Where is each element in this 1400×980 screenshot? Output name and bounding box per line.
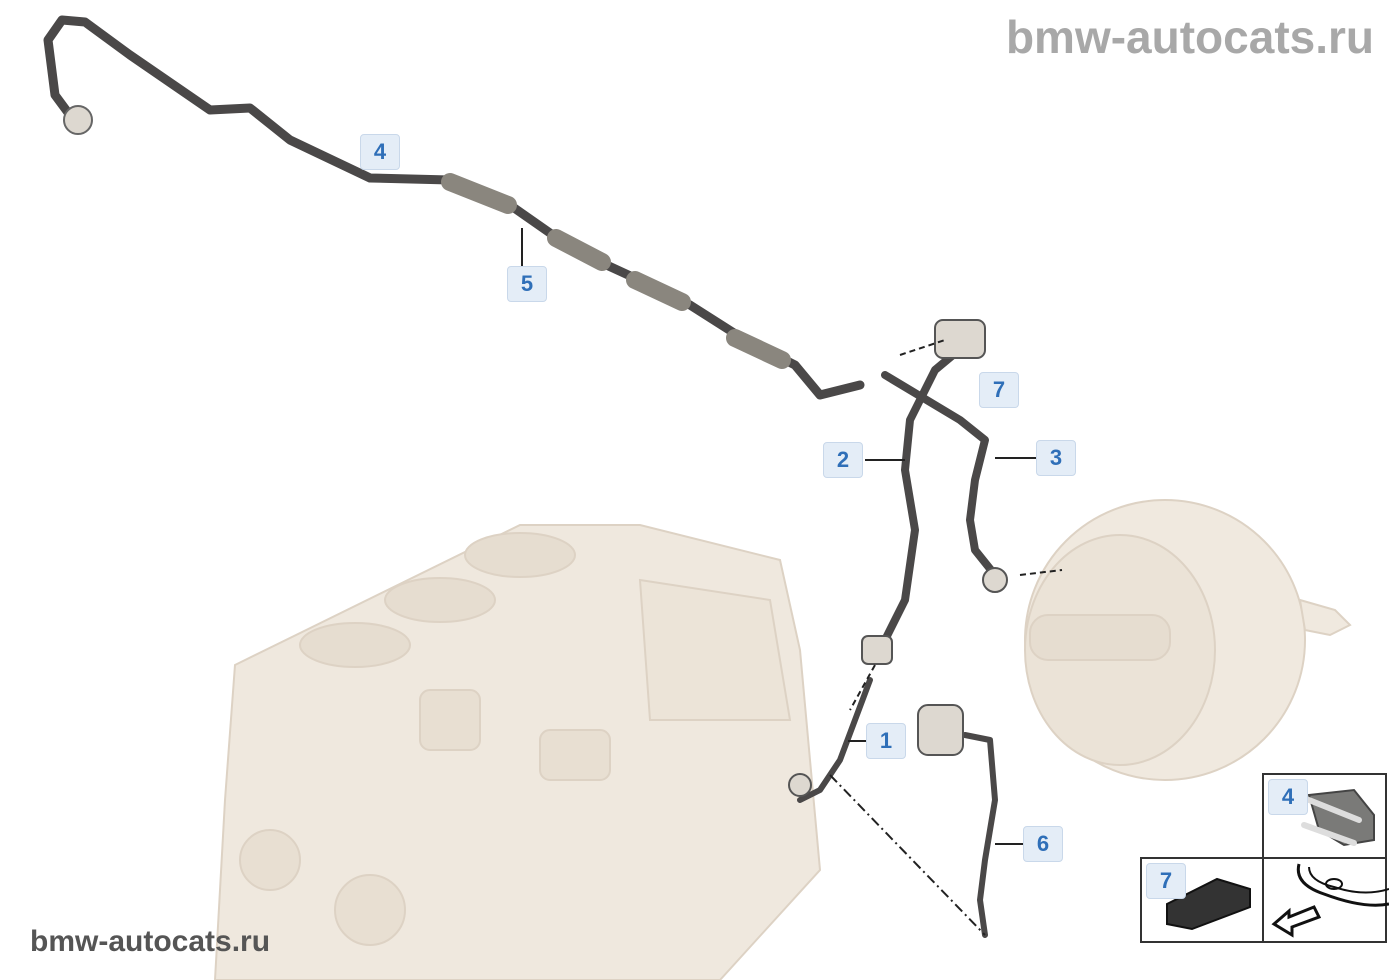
inset-callout-4[interactable]: 4 [1268, 779, 1308, 815]
callout-2[interactable]: 2 [823, 442, 863, 478]
callout-1[interactable]: 1 [866, 723, 906, 759]
watermark-bottom: bmw-autocats.ru [30, 925, 271, 958]
engine-block [213, 524, 822, 980]
clip-icon [1301, 788, 1375, 847]
leader-lines [521, 228, 1063, 936]
connectors [788, 319, 1008, 797]
cap-icon [1166, 877, 1251, 931]
inset-callout-7[interactable]: 7 [1146, 863, 1186, 899]
callout-7[interactable]: 7 [979, 372, 1019, 408]
inset-clip: 4 [1262, 773, 1387, 859]
watermark-top: bmw-autocats.ru [1005, 11, 1374, 63]
inset-direction [1262, 857, 1390, 943]
callout-3[interactable]: 3 [1036, 440, 1076, 476]
callout-6[interactable]: 6 [1023, 826, 1063, 862]
vacuum-pipe-upper [43, 15, 865, 400]
inset-cap: 7 [1140, 857, 1264, 943]
brake-booster [1024, 499, 1352, 781]
car-front-arrow-icon [1271, 863, 1390, 938]
vacuum-hoses [797, 341, 999, 938]
callout-5[interactable]: 5 [507, 266, 547, 302]
callout-4[interactable]: 4 [360, 134, 400, 170]
